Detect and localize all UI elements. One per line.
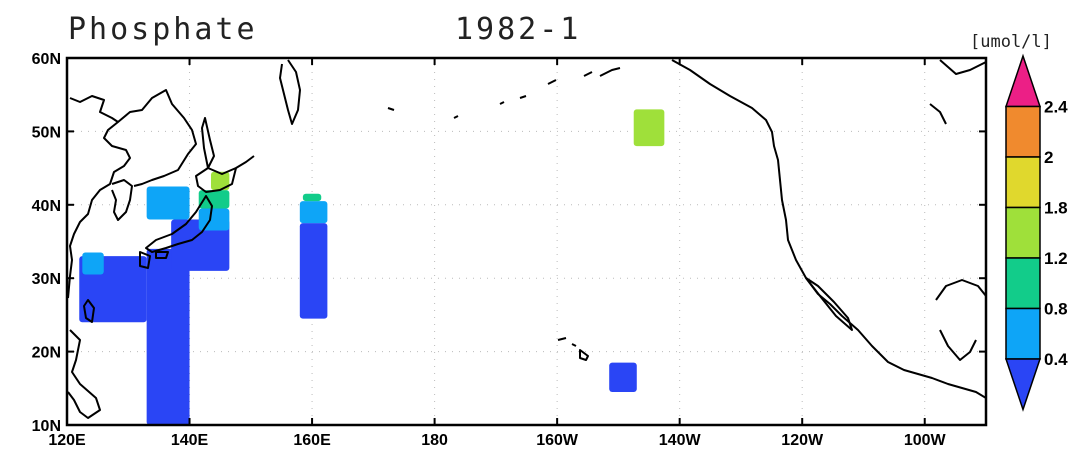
coast-kamchatka <box>279 59 301 125</box>
lat-tick-label: 60N <box>32 51 61 68</box>
colorbar-box <box>1005 105 1041 158</box>
plot-frame <box>65 56 988 427</box>
coast-honshu <box>145 195 213 253</box>
data-patch-hokkaido-east <box>198 190 230 209</box>
lon-tick-label: 140E <box>171 432 209 449</box>
data-patch-sanriku <box>198 208 230 231</box>
lon-tick-label: 120E <box>48 432 86 449</box>
coast-russia-east <box>117 89 197 187</box>
lon-tick-label: 160E <box>293 432 331 449</box>
colorbar-level-label: 2 <box>1044 148 1053 167</box>
coastlines <box>67 59 986 419</box>
lon-tick-label: 180 <box>421 432 448 449</box>
colorbar-triangle-top <box>1004 53 1042 108</box>
data-patch-gulf-of-alaska <box>633 109 665 147</box>
colorbar-box <box>1005 206 1041 259</box>
colorbar-box <box>1005 156 1041 209</box>
lat-tick-label: 20N <box>32 345 61 362</box>
lon-tick-label: 100W <box>904 432 947 449</box>
colorbar-box <box>1005 257 1041 310</box>
colorbar-level-label: 0.4 <box>1044 350 1068 369</box>
data-field <box>79 109 665 425</box>
colorbar-level-label: 2.4 <box>1044 98 1068 117</box>
map-title-date: 1982-1 <box>455 12 582 47</box>
lat-tick-label: 40N <box>32 198 61 215</box>
colorbar: 0.4 0.8 1.2 1.8 2 2.4 <box>1004 53 1068 412</box>
colorbar-box <box>1005 307 1041 360</box>
coast-hokkaido <box>195 167 237 193</box>
coast-shikoku <box>155 251 169 259</box>
data-patch-line-160e-low <box>299 223 328 319</box>
coast-baja <box>805 277 853 331</box>
coast-alaska <box>671 59 986 399</box>
coast-taiwan <box>83 299 95 323</box>
coast-korea-peninsula <box>111 179 133 221</box>
coast-kuril <box>235 155 255 169</box>
colorbar-level-label: 1.8 <box>1044 199 1068 218</box>
data-patch-kuril <box>210 171 230 191</box>
data-patch-kuroshio-south <box>146 248 190 425</box>
coast-hudson <box>929 59 986 125</box>
data-patch-japan-sea <box>146 186 190 220</box>
coast-hawaii <box>557 337 589 361</box>
colorbar-triangle-bottom <box>1004 358 1042 412</box>
data-patch-line-160e-top <box>302 193 322 202</box>
lon-tick-label: 120W <box>781 432 824 449</box>
coast-sakhalin <box>201 117 215 169</box>
coast-kyushu <box>139 251 151 269</box>
lat-tick-label: 30N <box>32 271 61 288</box>
lon-tick-label: 160W <box>536 432 579 449</box>
axes: 120E 140E 160E 180 160W 140W 120W 100W 10N 20N 30N… <box>32 51 986 449</box>
coast-aleutians <box>387 67 621 119</box>
data-patch-line-160e-mid <box>299 201 328 224</box>
data-patch-yellow-sea-south <box>82 252 104 275</box>
data-patch-honshu-pacific <box>171 219 230 271</box>
colorbar-level-label: 1.2 <box>1044 249 1068 268</box>
colorbar-units: [umol/l] <box>970 32 1052 52</box>
colorbar-level-label: 0.8 <box>1044 300 1068 319</box>
coast-gulf-mexico <box>935 279 986 361</box>
lat-tick-label: 50N <box>32 124 61 141</box>
data-patch-hawaii-southeast <box>609 362 637 392</box>
lat-tick-label: 10N <box>32 418 61 435</box>
lon-tick-label: 140W <box>659 432 702 449</box>
coast-philippines <box>67 329 101 419</box>
map-title-variable: Phosphate <box>68 12 258 47</box>
coast-china-korea <box>67 95 131 299</box>
